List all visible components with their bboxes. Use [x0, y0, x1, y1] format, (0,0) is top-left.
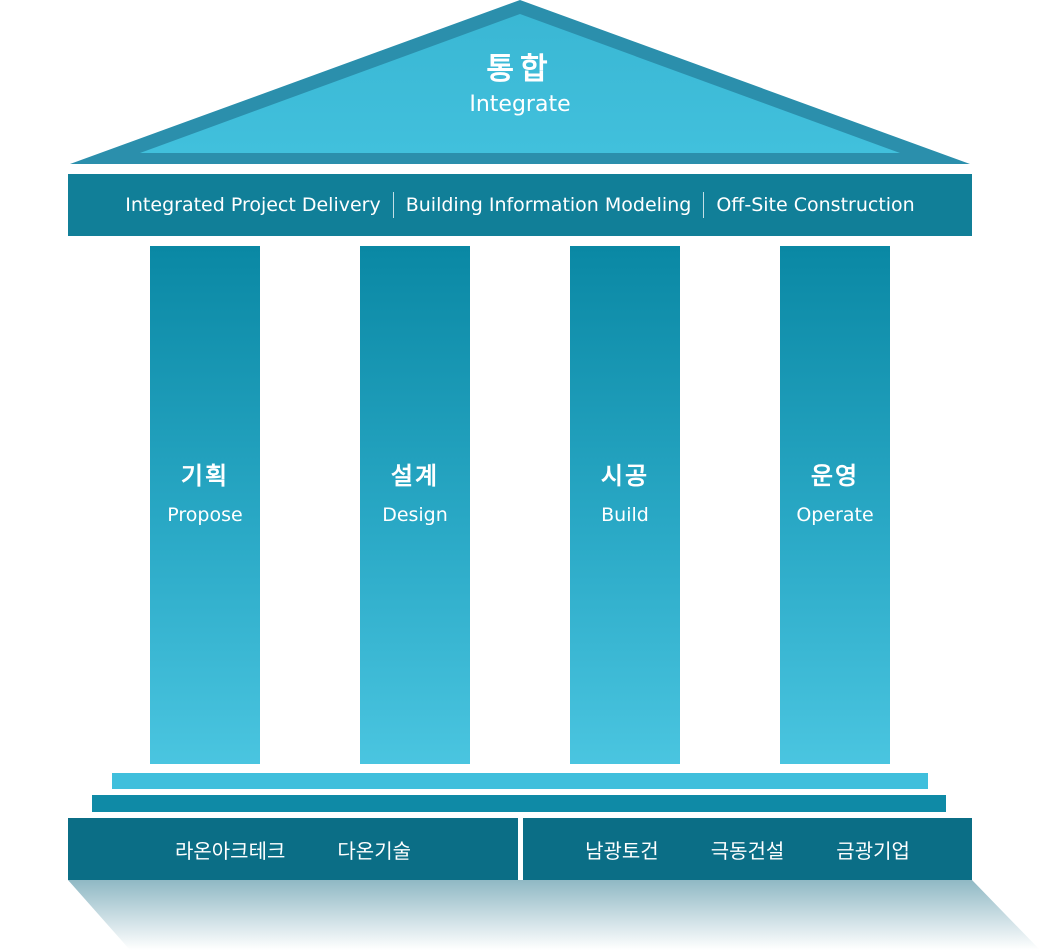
roof-inner-shape [140, 14, 900, 153]
beam-item-ipd: Integrated Project Delivery [125, 194, 381, 216]
base-block-left: 라온아크테크 다온기술 [68, 818, 518, 880]
pillar-title-english: Build [601, 504, 649, 526]
entablature-beam: Integrated Project Delivery Building Inf… [68, 174, 972, 236]
pillar-title-korean: 시공 [600, 462, 650, 490]
pillar-title-korean: 설계 [390, 462, 440, 490]
company-label: 다온기술 [337, 838, 411, 863]
pillar-propose: 기획 Propose [150, 246, 260, 764]
floor-shadow [68, 880, 1040, 950]
beam-item-osc: Off-Site Construction [716, 194, 915, 216]
beam-item-bim: Building Information Modeling [405, 194, 692, 216]
base-block-right: 남광토건 극동건설 금광기업 [523, 818, 972, 880]
stylobate-step-upper [112, 773, 928, 789]
pillar-build: 시공 Build [570, 246, 680, 764]
company-label: 라온아크테크 [174, 838, 286, 863]
pillar-operate: 운영 Operate [780, 246, 890, 764]
roof-title-english: Integrate [469, 92, 571, 117]
stylobate-step-lower [92, 795, 946, 812]
pillar-design: 설계 Design [360, 246, 470, 764]
pillar-title-korean: 운영 [810, 462, 860, 490]
company-label: 금광기업 [836, 838, 910, 863]
pillar-title-english: Design [382, 504, 448, 526]
company-label: 남광토건 [585, 838, 659, 863]
company-label: 극동건설 [710, 838, 785, 863]
beam-divider [392, 192, 394, 218]
pillar-title-korean: 기획 [180, 462, 230, 490]
roof-title-korean: 통합 [486, 52, 554, 87]
pillar-title-english: Propose [167, 504, 243, 526]
roof-pediment [70, 0, 970, 164]
pillar-title-english: Operate [796, 504, 874, 526]
floor-shadow-shape [68, 880, 1040, 950]
beam-divider [703, 192, 705, 218]
